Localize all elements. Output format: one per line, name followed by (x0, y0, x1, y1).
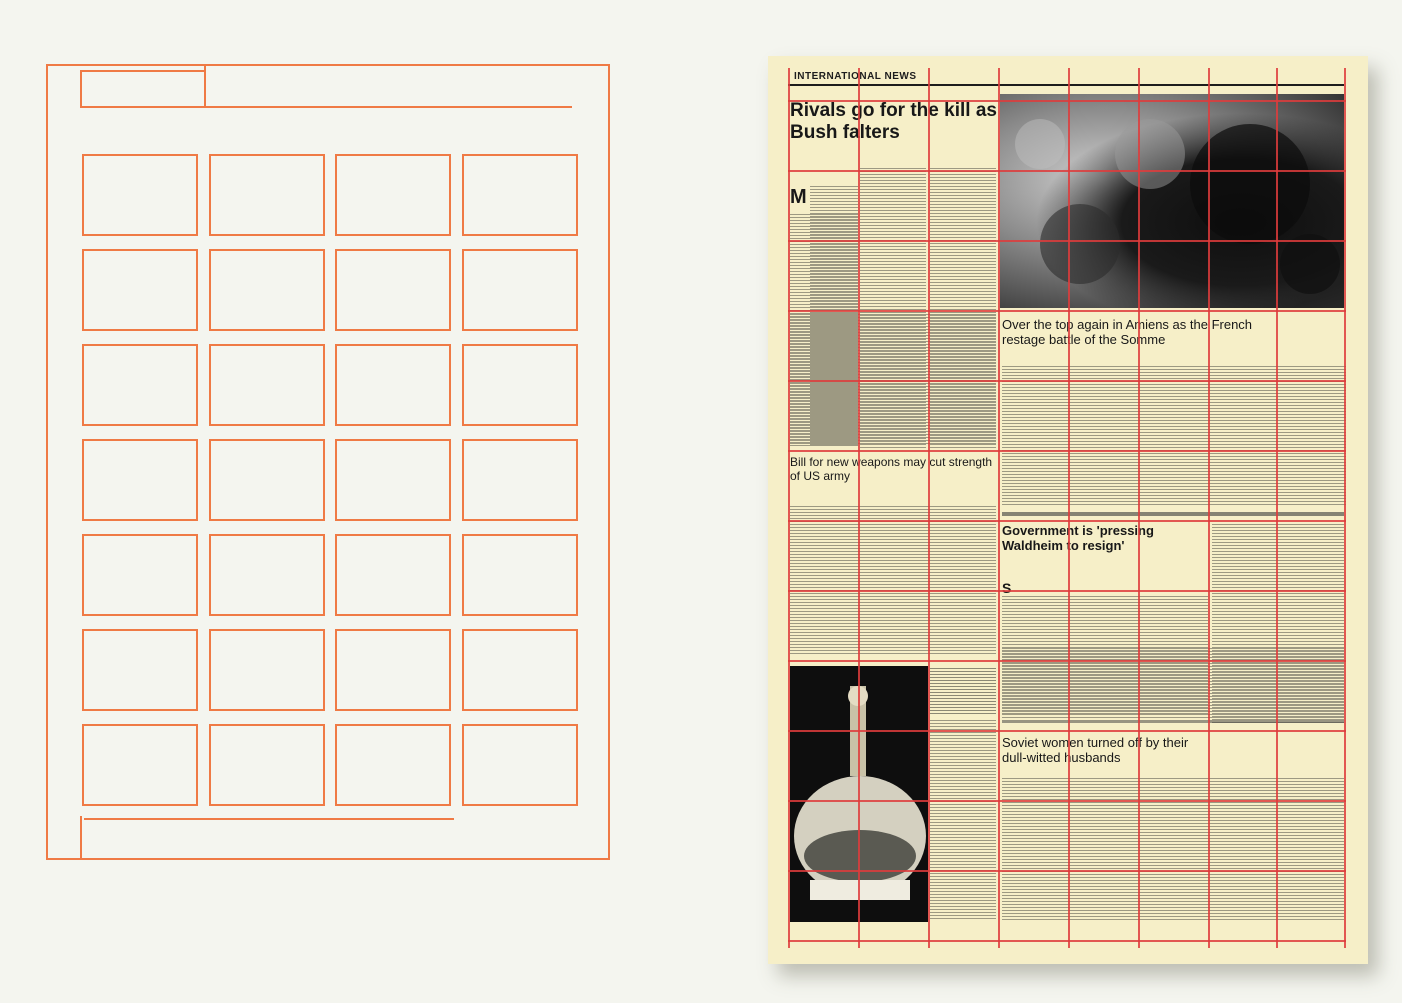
grid-module (335, 534, 451, 616)
header-divider-rule (204, 66, 206, 108)
headline-somme: Over the top again in Amiens as the Fren… (1002, 318, 1292, 348)
headline-soviet: Soviet women turned off by their dull-wi… (1002, 736, 1208, 766)
grid-row-line (788, 800, 1346, 802)
grid-module (335, 724, 451, 806)
grid-module (462, 534, 578, 616)
header-bottom-rule (80, 106, 572, 108)
grid-module (82, 154, 198, 236)
grid-module (462, 724, 578, 806)
grid-module (335, 344, 451, 426)
waldheim-rule (1002, 512, 1344, 516)
grid-module (462, 154, 578, 236)
grid-column-line (998, 68, 1000, 948)
grid-column-line (1068, 68, 1070, 948)
grid-module (209, 344, 325, 426)
grid-module (209, 724, 325, 806)
grid-row-line (788, 170, 1346, 172)
grid-module (209, 534, 325, 616)
grid-module (462, 344, 578, 426)
grid-column-line (858, 68, 860, 948)
grid-module (209, 249, 325, 331)
grid-module (82, 534, 198, 616)
section-label: INTERNATIONAL NEWS (794, 71, 917, 82)
grid-module (335, 439, 451, 521)
grid-row-line (788, 450, 1346, 452)
photo-texture (1000, 94, 1344, 308)
modular-grid-diagram (46, 64, 610, 860)
grid-row-line (788, 870, 1346, 872)
dropcap-waldheim: S (1002, 580, 1011, 596)
grid-column-line (928, 68, 930, 948)
header-left-rule (80, 70, 82, 108)
grid-row-line (788, 380, 1346, 382)
grid-module (82, 249, 198, 331)
grid-module (335, 249, 451, 331)
grid-module (82, 724, 198, 806)
text-left-mid (790, 314, 996, 444)
text-weapons (790, 506, 996, 656)
footer-top-rule (84, 818, 454, 820)
grid-module (335, 629, 451, 711)
grid-column-line (1276, 68, 1278, 948)
grid-column-line (1208, 68, 1210, 948)
caption-block (930, 668, 996, 714)
grid-module (209, 629, 325, 711)
dropcap-main: M (790, 186, 807, 209)
grid-module (82, 344, 198, 426)
text-mid-right (1002, 648, 1344, 718)
headline-waldheim: Government is 'pressing Waldheim to resi… (1002, 524, 1212, 554)
headline-weapons: Bill for new weapons may cut strength of… (790, 456, 996, 484)
grid-row-line (788, 660, 1346, 662)
grid-row-line (788, 730, 1346, 732)
grid-module (462, 629, 578, 711)
grid-module (335, 154, 451, 236)
grid-column-line (1344, 68, 1346, 948)
grid-module (209, 439, 325, 521)
grid-module (209, 154, 325, 236)
photo-landscape (1000, 94, 1344, 308)
grid-module (462, 249, 578, 331)
section-bar: INTERNATIONAL NEWS (788, 70, 1344, 86)
grid-row-line (788, 940, 1346, 942)
grid-row-line (788, 310, 1346, 312)
text-bottom-center (930, 720, 996, 920)
grid-module (82, 629, 198, 711)
grid-module (82, 439, 198, 521)
grid-row-line (788, 590, 1346, 592)
headline-main: Rivals go for the kill as Bush falters (790, 100, 1000, 144)
grid-column-line (1138, 68, 1140, 948)
grid-row-line (788, 240, 1346, 242)
grid-row-line (788, 520, 1346, 522)
margin-rule (80, 816, 82, 860)
grid-column-line (788, 68, 790, 948)
newspaper-page: INTERNATIONAL NEWS Rivals go for the kil… (768, 56, 1368, 964)
grid-row-line (788, 100, 1346, 102)
text-body-center (1002, 366, 1346, 506)
header-top-rule (80, 70, 206, 72)
grid-module (462, 439, 578, 521)
soviet-rule (1002, 720, 1344, 723)
